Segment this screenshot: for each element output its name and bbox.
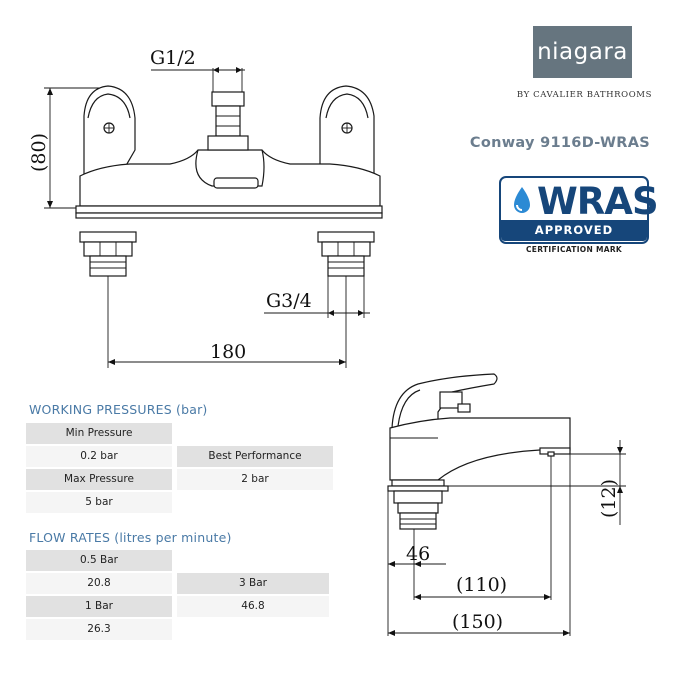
min-pressure-value: 0.2 bar bbox=[26, 446, 172, 467]
brand-subtitle: BY CAVALIER BATHROOMS bbox=[516, 90, 652, 100]
flow-p2-label: 1 Bar bbox=[26, 596, 172, 617]
product-name: Conway 9116D-WRAS bbox=[469, 135, 650, 151]
wras-cert-mark: CERTIFICATION MARK bbox=[525, 245, 623, 254]
outlet-thread-label: G3/4 bbox=[266, 290, 312, 312]
best-performance-value: 2 bar bbox=[177, 469, 333, 490]
spout-clearance-label: (12) bbox=[598, 479, 620, 518]
flow-p2-value: 26.3 bbox=[26, 619, 172, 640]
flow-p1-label: 0.5 Bar bbox=[26, 550, 172, 571]
side-view: (12) 46 (110) (150) bbox=[387, 373, 626, 636]
inlet-thread-label: G1/2 bbox=[150, 47, 196, 69]
max-pressure-value: 5 bar bbox=[26, 492, 172, 513]
flow-p1-value: 20.8 bbox=[26, 573, 172, 594]
base-depth-label: 46 bbox=[406, 543, 430, 565]
flow-rates-title: FLOW RATES (litres per minute) bbox=[29, 530, 232, 545]
wras-band: APPROVED PRODUCT bbox=[501, 220, 647, 258]
wras-word: WRAS bbox=[537, 180, 659, 223]
working-pressures-title: WORKING PRESSURES (bar) bbox=[29, 402, 208, 417]
niagara-logo: niagara bbox=[533, 26, 632, 78]
flow-p3-label: 3 Bar bbox=[177, 573, 329, 594]
min-pressure-label: Min Pressure bbox=[26, 423, 172, 444]
centres-label: 180 bbox=[210, 341, 246, 363]
max-pressure-label: Max Pressure bbox=[26, 469, 172, 490]
height-label: (80) bbox=[28, 133, 50, 172]
best-performance-label: Best Performance bbox=[177, 446, 333, 467]
front-view: G1/2 (80) bbox=[28, 47, 383, 368]
overall-depth-label: (150) bbox=[452, 611, 503, 633]
water-drop-icon bbox=[514, 187, 530, 213]
logo-text: niagara bbox=[537, 39, 628, 65]
spout-reach-label: (110) bbox=[456, 574, 507, 596]
flow-p3-value: 46.8 bbox=[177, 596, 329, 617]
